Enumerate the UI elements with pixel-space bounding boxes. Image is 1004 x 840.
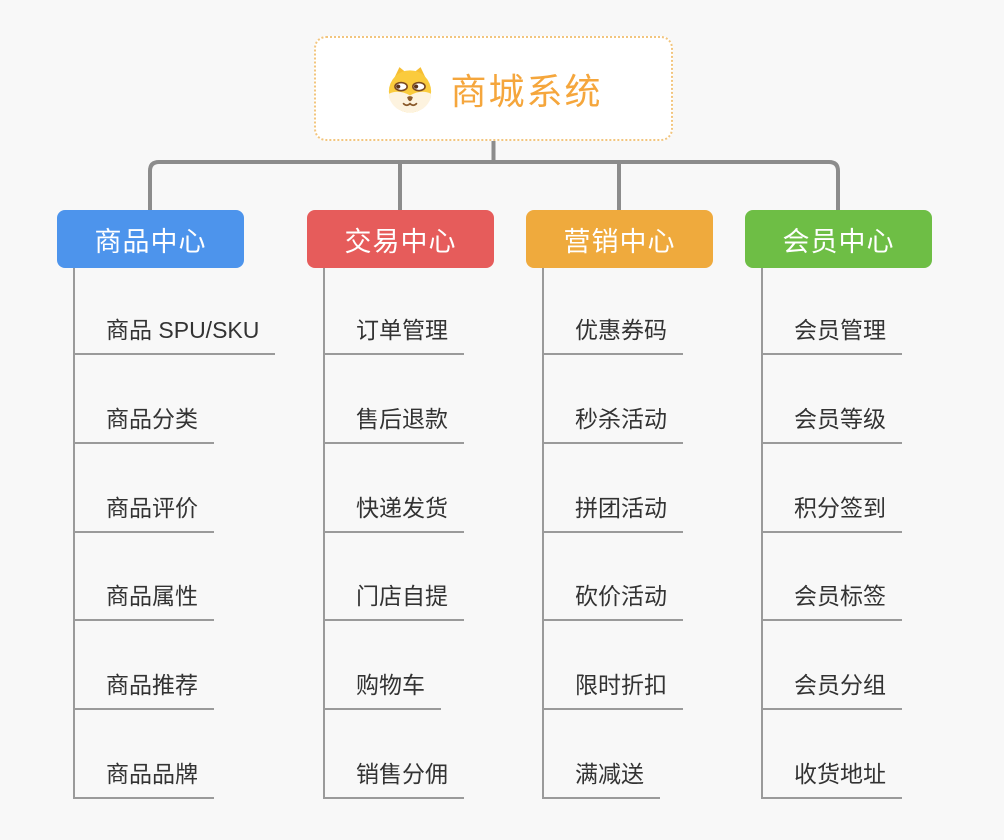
leaf-node[interactable]: 会员等级: [761, 404, 902, 444]
dog-face-icon: [384, 64, 436, 114]
root-node[interactable]: 商城系统: [314, 36, 673, 141]
branch-node-trade-center[interactable]: 交易中心: [307, 210, 494, 268]
leaf-node[interactable]: 门店自提: [323, 581, 464, 621]
leaf-node[interactable]: 收货地址: [761, 759, 902, 799]
leaf-node[interactable]: 会员分组: [761, 670, 902, 710]
leaf-node[interactable]: 商品评价: [73, 493, 214, 533]
branch-trunk-line: [542, 268, 544, 799]
leaf-node[interactable]: 销售分佣: [323, 759, 464, 799]
leaf-node[interactable]: 订单管理: [323, 315, 464, 355]
branch-node-marketing-center[interactable]: 营销中心: [526, 210, 713, 268]
branch-node-member-center[interactable]: 会员中心: [745, 210, 932, 268]
leaf-node[interactable]: 积分签到: [761, 493, 902, 533]
leaf-node[interactable]: 购物车: [323, 670, 441, 710]
leaf-node[interactable]: 拼团活动: [542, 493, 683, 533]
leaf-node[interactable]: 会员管理: [761, 315, 902, 355]
leaf-node[interactable]: 满减送: [542, 759, 660, 799]
branch-trunk-line: [761, 268, 763, 799]
leaf-node[interactable]: 商品分类: [73, 404, 214, 444]
branch-trunk-line: [323, 268, 325, 799]
leaf-node[interactable]: 商品属性: [73, 581, 214, 621]
branch-trunk-line: [73, 268, 75, 799]
leaf-node[interactable]: 商品 SPU/SKU: [73, 315, 276, 355]
root-title: 商城系统: [450, 70, 603, 112]
leaf-node[interactable]: 会员标签: [761, 581, 902, 621]
leaf-node[interactable]: 商品品牌: [73, 759, 214, 799]
leaf-node[interactable]: 优惠券码: [542, 315, 683, 355]
branch-node-product-center[interactable]: 商品中心: [57, 210, 244, 268]
leaf-node[interactable]: 砍价活动: [542, 581, 683, 621]
leaf-node[interactable]: 售后退款: [323, 404, 464, 444]
tree-connectors: [148, 141, 840, 210]
leaf-node[interactable]: 秒杀活动: [542, 404, 683, 444]
leaf-node[interactable]: 快递发货: [323, 493, 464, 533]
leaf-node[interactable]: 商品推荐: [73, 670, 214, 710]
leaf-node[interactable]: 限时折扣: [542, 670, 683, 710]
